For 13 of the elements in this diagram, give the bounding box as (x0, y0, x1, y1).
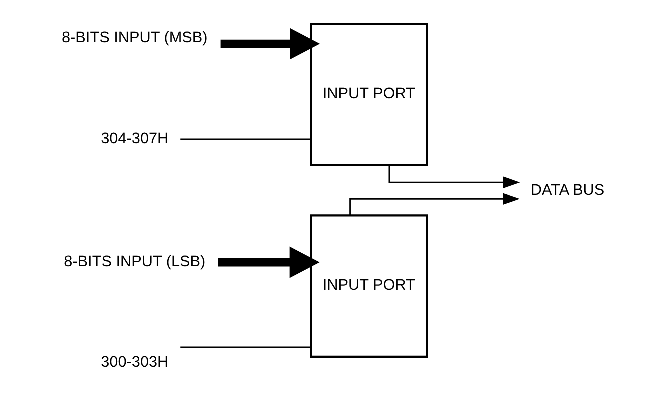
node-box: INPUT PORT (310, 23, 428, 166)
arrow (350, 193, 520, 216)
node-text: 8-BITS INPUT (MSB) (62, 30, 208, 47)
node-text: 300-303H (101, 354, 169, 372)
arrow (220, 28, 320, 60)
arrow (388, 166, 520, 188)
node-text: 304-307H (101, 130, 169, 148)
node-text: DATA BUS (530, 182, 605, 200)
connector (180, 346, 312, 348)
node-text: 8-BITS INPUT (LSB) (64, 253, 206, 270)
arrow (218, 246, 320, 278)
connector (180, 138, 312, 140)
node-box: INPUT PORT (310, 214, 428, 358)
